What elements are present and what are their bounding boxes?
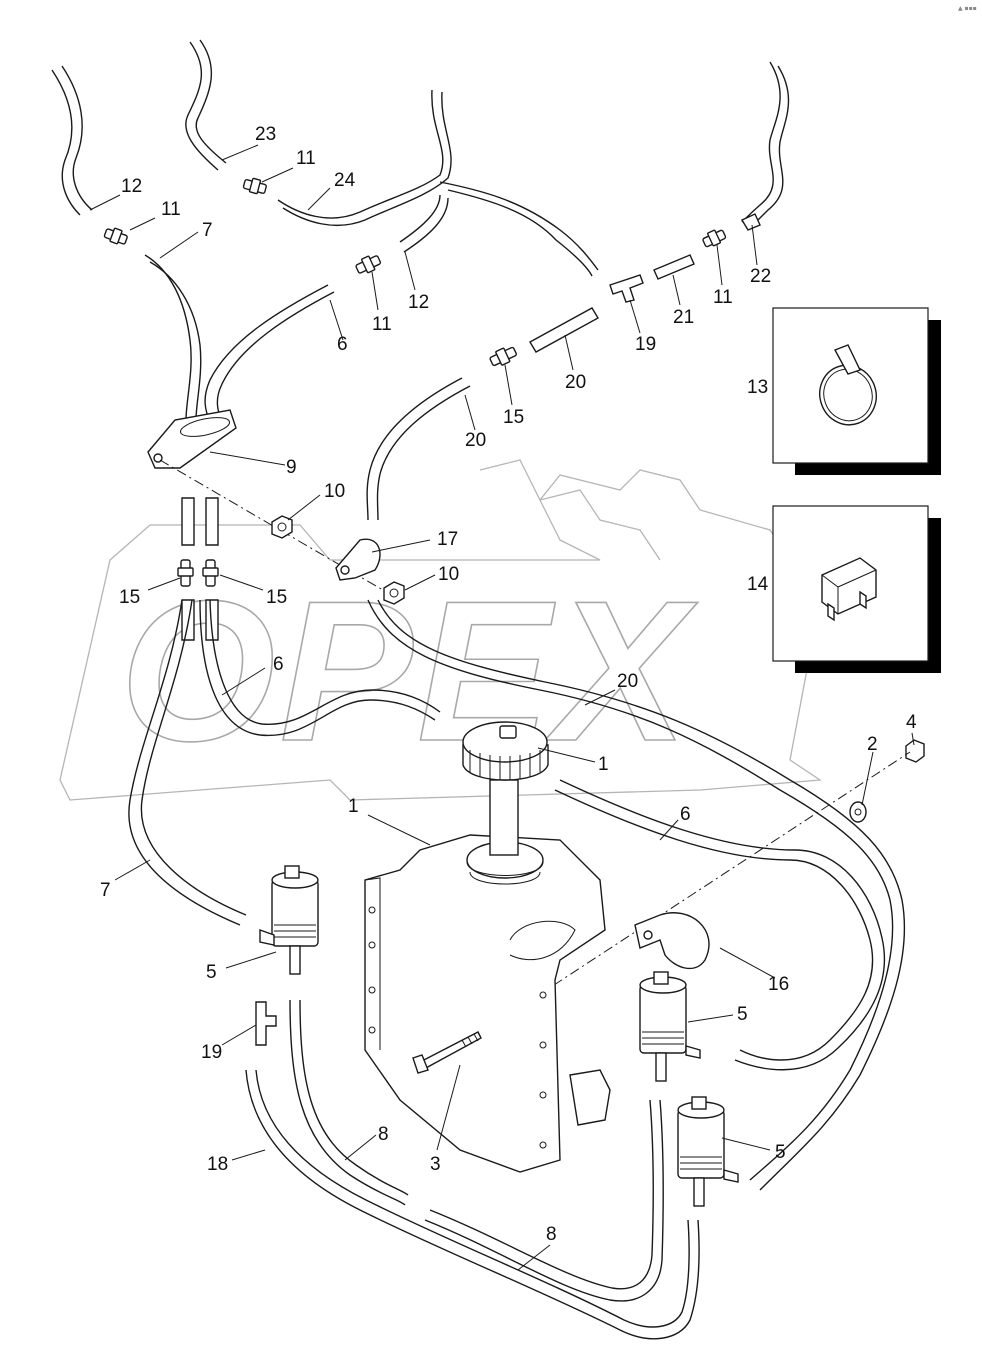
callout-19: 19 [635, 334, 656, 355]
connector-15-right [202, 559, 219, 587]
callout-22: 22 [750, 266, 771, 287]
watermark: OPEX [59, 459, 822, 801]
fittings [103, 177, 727, 1046]
bracket-9 [147, 409, 237, 469]
callout-11: 11 [713, 287, 733, 308]
callout-10: 10 [324, 481, 345, 502]
callout-5: 5 [775, 1142, 786, 1163]
mounting-hardware [147, 409, 925, 1041]
callout-13: 13 [747, 377, 768, 398]
connector-11d [702, 229, 727, 248]
callout-8: 8 [546, 1224, 557, 1245]
connector-11b [242, 177, 267, 195]
callout-6: 6 [680, 804, 691, 825]
callout-15: 15 [503, 407, 524, 428]
callout-20: 20 [565, 372, 586, 393]
callout-6: 6 [337, 334, 348, 355]
callout-5: 5 [206, 962, 217, 983]
callout-20: 20 [617, 671, 638, 692]
washer-pumps [259, 865, 739, 1207]
callout-3: 3 [430, 1154, 441, 1175]
callout-11: 11 [161, 199, 181, 220]
corner-mark: ▲ ▪▪▪ [958, 5, 977, 12]
inset-13 [772, 307, 941, 475]
callout-5: 5 [737, 1004, 748, 1025]
callout-24: 24 [334, 170, 356, 191]
pump-5-left [259, 865, 319, 975]
callout-18: 18 [207, 1154, 228, 1175]
callout-2: 2 [867, 734, 878, 755]
hose-clamp-icon [819, 344, 877, 426]
callout-7: 7 [100, 880, 111, 901]
callout-11: 11 [296, 148, 316, 169]
washer-2 [849, 801, 867, 823]
connector-15-top [489, 346, 517, 367]
inset-14 [772, 505, 941, 673]
callout-12: 12 [121, 176, 142, 197]
nut-4 [905, 739, 925, 763]
callout-7: 7 [202, 220, 213, 241]
callout-9: 9 [286, 457, 297, 478]
callout-20: 20 [465, 430, 486, 451]
callout-12: 12 [408, 292, 429, 313]
callout-17: 17 [437, 529, 458, 550]
callout-10: 10 [438, 564, 459, 585]
tee-19-bottom [255, 1001, 277, 1046]
callout-11: 11 [372, 314, 392, 335]
pump-5-middle [639, 971, 701, 1082]
callout-19: 19 [201, 1042, 222, 1063]
callout-1: 1 [598, 754, 609, 775]
fuse-icon [821, 557, 877, 622]
connector-11a [103, 227, 128, 245]
callout-16: 16 [768, 974, 789, 995]
callout-8: 8 [378, 1124, 389, 1145]
callout-labels: 12 11 7 23 11 24 11 12 6 15 20 19 21 11 … [100, 124, 917, 1245]
bolt-3 [412, 1031, 482, 1074]
leader-lines [89, 144, 915, 1271]
callout-15: 15 [119, 587, 140, 608]
callout-21: 21 [673, 307, 694, 328]
callout-4: 4 [906, 712, 917, 733]
connector-11c [355, 255, 382, 274]
callout-15: 15 [266, 587, 287, 608]
callout-6: 6 [273, 654, 284, 675]
upper-hoses [51, 39, 790, 521]
connector-15-left [177, 559, 194, 587]
clamp-16 [634, 912, 710, 970]
watermark-text: OPEX [120, 560, 698, 783]
nut-10a [271, 515, 293, 539]
filler-cap-1 [462, 721, 549, 781]
clamp-17 [335, 538, 381, 581]
nut-10b [383, 581, 405, 605]
reservoir [364, 721, 710, 1173]
tee-19-top [609, 274, 644, 303]
callout-23: 23 [255, 124, 276, 145]
pump-5-right [677, 1096, 739, 1207]
callout-14: 14 [747, 574, 769, 595]
callout-1: 1 [348, 796, 359, 817]
lower-hoses [128, 599, 906, 1340]
